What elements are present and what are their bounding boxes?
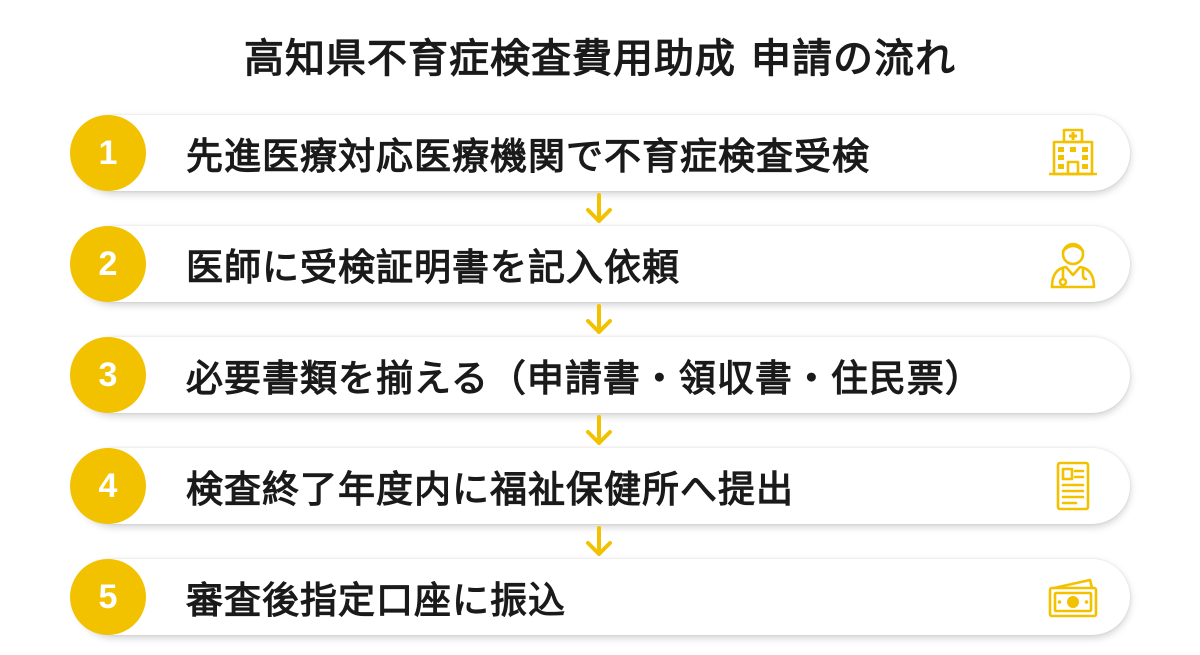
arrow-down-icon [586, 304, 612, 334]
step-box [76, 115, 1130, 191]
step-label: 医師に受検証明書を記入依頼 [186, 246, 680, 289]
step-label: 検査終了年度内に福祉保健所へ提出 [186, 468, 794, 511]
step-number-badge: 4 [70, 448, 146, 524]
hospital-icon [1049, 128, 1097, 176]
step-number-badge: 2 [70, 226, 146, 302]
step-number-badge: 3 [70, 337, 146, 413]
flow-step-2: 2 医師に受検証明書を記入依頼 [70, 226, 1130, 302]
doctor-icon [1050, 242, 1096, 289]
arrow-down-icon [586, 193, 612, 223]
step-box [76, 448, 1130, 524]
arrow-down-icon [586, 415, 612, 445]
step-number-badge: 1 [70, 115, 146, 191]
flow-step-3: 3 必要書類を揃える（申請書・領収書・住民票） [70, 337, 1130, 413]
flow-step-1: 1 先進医療対応医療機関で不育症検査受検 [70, 115, 1130, 191]
document-icon [1056, 461, 1090, 511]
step-label: 必要書類を揃える（申請書・領収書・住民票） [186, 357, 983, 400]
flow-step-5: 5 審査後指定口座に振込 [70, 559, 1130, 635]
page-title: 高知県不育症検査費用助成 申請の流れ [244, 36, 956, 82]
arrow-down-icon [586, 526, 612, 556]
step-box [76, 337, 1130, 413]
step-number-badge: 5 [70, 559, 146, 635]
money-icon [1048, 578, 1098, 618]
step-box [76, 559, 1130, 635]
step-label: 先進医療対応医療機関で不育症検査受検 [186, 135, 870, 178]
step-label: 審査後指定口座に振込 [186, 579, 566, 622]
step-box [76, 226, 1130, 302]
flow-step-4: 4 検査終了年度内に福祉保健所へ提出 [70, 448, 1130, 524]
